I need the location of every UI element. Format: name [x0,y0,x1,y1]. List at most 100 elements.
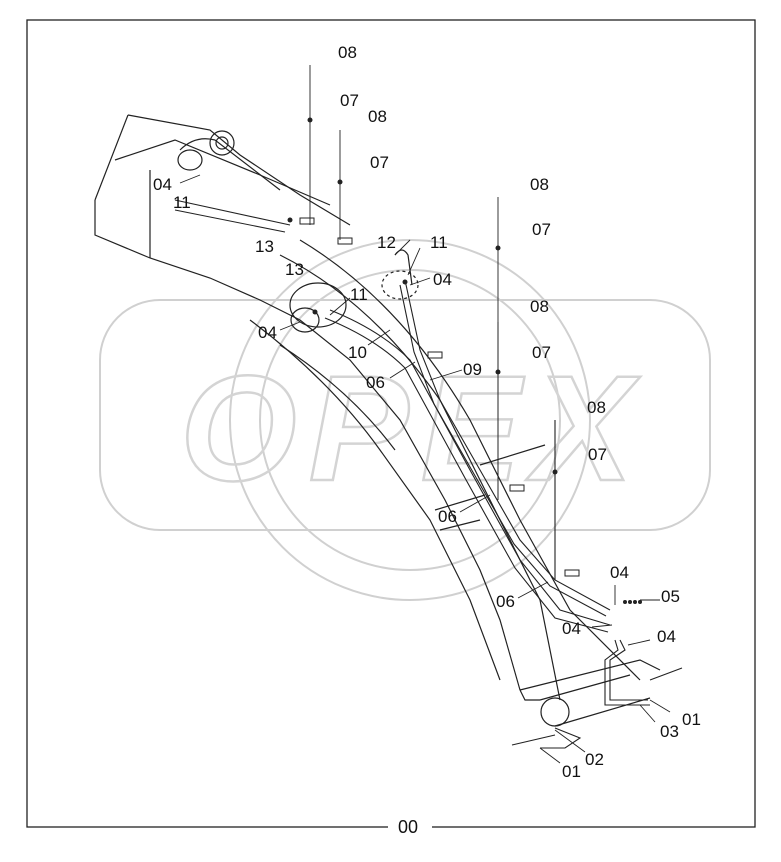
cross-plate-2 [434,494,486,511]
fitting-11 [633,600,637,604]
cross-plate-1 [479,444,546,466]
boom-lug-pin [209,130,235,156]
callout-11: 11 [173,193,191,212]
fitting-10 [628,600,632,604]
fitting-8 [312,309,318,315]
boom-lug-left [179,138,281,191]
leader-02 [554,729,586,753]
boom [94,114,661,727]
clamp-5 [564,569,580,577]
watermark-text: OPEX [180,344,645,512]
callout-08: 08 [368,107,387,126]
leader-12 [394,239,411,256]
callout-06: 06 [496,592,515,611]
pipe-bottom-right-2 [604,639,650,706]
callout-08: 08 [338,43,357,62]
callout-02: 02 [585,750,604,769]
boom-foot-bottom [554,697,651,727]
leader-11-c [329,297,351,316]
leader-04-f [627,639,651,646]
callout-10: 10 [348,343,367,362]
fitting-9 [623,600,627,604]
callout-07: 07 [370,153,389,172]
leader-06-b [459,494,491,513]
boom-web-curve [249,319,501,681]
callout-11: 11 [430,233,448,252]
boom-upper-curve [299,239,641,681]
callout-07: 07 [340,91,359,110]
plate-left [511,734,556,746]
leader-09 [429,369,463,381]
hose-top-2 [174,209,286,233]
callout-08: 08 [530,175,549,194]
clamp-1 [299,217,315,225]
leader-06-a [389,361,416,379]
callout-04: 04 [258,323,277,342]
leader-04-e [591,624,613,628]
callout-11: 11 [350,285,368,304]
callout-01: 01 [682,710,701,729]
callout-06: 06 [366,373,385,392]
cross-plate-3 [439,519,481,531]
leader-01-b [539,747,561,764]
callout-08: 08 [587,398,606,417]
callout-04: 04 [657,627,676,646]
fitting-2 [337,179,343,185]
callout-01: 01 [562,762,581,781]
clamp-4 [509,484,525,492]
hose-top-1 [174,199,291,226]
boom-web-curve-2 [279,344,396,451]
frame-label: 00 [398,817,418,837]
boom-pin-left [177,149,203,171]
callout-07: 07 [588,445,607,464]
fitting-6 [287,217,293,223]
leader-04-c [279,321,301,331]
watermark-badge [99,299,711,531]
pipe-bottom-left [540,727,582,749]
fitting-1 [307,117,313,123]
callout-13: 13 [255,237,274,256]
boom-foot-corner [519,689,540,701]
callout-03: 03 [660,722,679,741]
frame-label-mask [388,814,432,840]
plate-right [649,667,683,681]
fitting-12 [638,600,642,604]
leader-11-b [407,247,421,276]
boom-foot-top [519,659,661,691]
callout-06: 06 [438,507,457,526]
callout-07: 07 [532,343,551,362]
leader-04-b [409,277,431,286]
bracket-dashed [381,270,419,300]
callout-12: 12 [377,233,396,252]
watermark: OPEX [99,239,711,601]
callout-07: 07 [532,220,551,239]
leader-01-a [649,699,671,713]
boom-foot-edge [539,674,631,701]
hose-main-1 [329,309,611,626]
pipe-bottom-right [609,639,648,701]
clamp-3 [427,351,443,359]
boom-upper-plate [114,139,331,206]
clamp-2 [337,237,353,245]
callout-04: 04 [153,175,172,194]
callout-05: 05 [661,587,680,606]
boom-lower-edge [94,200,521,691]
callout-04: 04 [433,270,452,289]
leader-03 [639,704,656,723]
boom-back-edge [94,114,129,201]
fitting-7 [402,279,408,285]
callout-labels: 08 07 08 07 04 11 13 12 13 11 04 08 07 1… [153,43,701,781]
fittings [287,117,642,604]
callout-13: 13 [285,260,304,279]
leader-04-a [179,174,201,184]
boom-foot-pin [540,697,570,727]
fitting-3 [495,245,501,251]
hose-main-2 [324,317,609,633]
leader-10 [367,329,391,346]
callout-09: 09 [463,360,482,379]
leader-06-c [517,581,549,599]
hose-main-4 [399,284,607,617]
fitting-5 [552,469,558,475]
